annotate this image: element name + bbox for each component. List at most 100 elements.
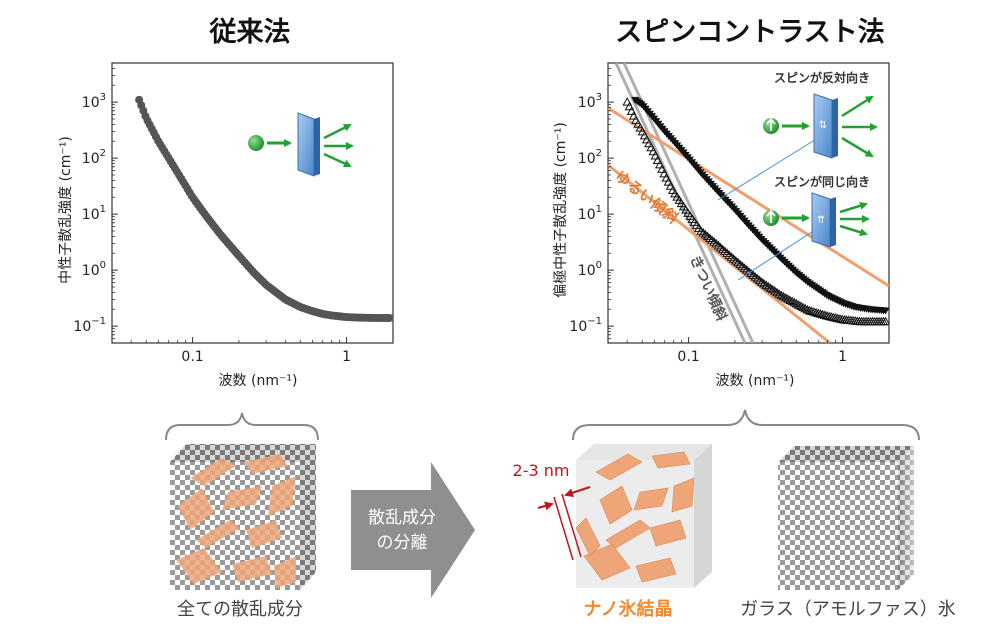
data-point-same: [648, 146, 659, 156]
data-point-same: [828, 312, 839, 322]
y-tick-base: 10: [569, 319, 587, 335]
data-point-same: [654, 159, 665, 169]
data-point-same: [724, 250, 735, 259]
sample-panel-side: [830, 197, 836, 247]
left-xlabel: 波数 (nm⁻¹): [219, 373, 298, 389]
y-tick-base: 10: [82, 207, 100, 223]
data-point-same: [811, 307, 821, 317]
glass-ice-cube: [778, 446, 914, 590]
cube-front: [778, 462, 898, 590]
inset-label-same: スピンが同じ向き: [774, 174, 870, 189]
data-point-same: [737, 261, 748, 270]
data-point-same: [759, 278, 769, 288]
spin-arrows-same: ⇈: [817, 215, 825, 226]
data-point-same: [752, 273, 763, 283]
data-point-same: [769, 286, 780, 295]
thickness-marker: [553, 496, 574, 561]
data-point-same: [698, 228, 709, 237]
all-components-label: 全ての散乱成分: [177, 599, 303, 620]
left-brace: [165, 412, 319, 441]
spin-up-arrow-icon: [766, 209, 776, 223]
data-point-same: [832, 313, 843, 323]
data-point-same: [720, 246, 730, 256]
all-components-cube: [170, 444, 316, 590]
x-tick-label: 0.1: [181, 349, 203, 365]
data-point-same: [791, 299, 802, 308]
scatter-arrow-icon: [841, 95, 874, 118]
spin-arrows-opposite: ⇅: [819, 120, 827, 131]
y-tick-label: 100: [578, 260, 602, 279]
gentle-fit-line: [608, 163, 831, 343]
x-tick-label: 0.1: [677, 349, 699, 365]
data-point-same: [765, 283, 776, 292]
x-tick-label: 1: [838, 349, 847, 365]
data-point-same: [813, 308, 824, 317]
data-point-same: [806, 306, 817, 316]
pointer-line: [737, 227, 819, 281]
data-point-same: [748, 270, 759, 279]
data-point-same: [785, 295, 795, 304]
left-panel-title: 従来法: [209, 17, 291, 48]
y-tick-exp: 1: [596, 204, 602, 215]
right-panel-title: スピンコントラスト法: [615, 17, 884, 48]
y-tick-base: 10: [82, 263, 100, 279]
arrow-text-line1: 散乱成分: [368, 508, 436, 528]
data-point-same: [733, 257, 743, 267]
left-plot-frame: [111, 62, 394, 344]
left-ylabel: 中性子散乱強度 (cm⁻¹): [58, 136, 74, 284]
data-point-same: [750, 272, 761, 281]
data-point-same: [778, 291, 789, 301]
data-point: [385, 313, 394, 322]
data-point-same: [798, 302, 808, 312]
y-tick-exp: 0: [596, 260, 602, 271]
spin-up-arrow-icon: [766, 117, 776, 131]
data-point-same: [700, 229, 711, 239]
data-point-same: [767, 284, 778, 294]
y-tick-label: 102: [82, 148, 106, 167]
data-point-same: [726, 252, 737, 261]
scatter-arrow-icon: [839, 224, 868, 237]
cube-side: [694, 444, 712, 588]
y-tick-label: 103: [578, 92, 602, 111]
y-tick-base: 10: [578, 207, 596, 223]
thickness-label: 2-3 nm: [513, 461, 570, 480]
neutron-ball-icon: [248, 135, 264, 151]
data-point-same: [626, 106, 637, 115]
right-plot-frame: [607, 62, 890, 344]
data-point-same: [824, 311, 834, 321]
data-point-opposite: [881, 307, 889, 315]
data-point-same: [774, 289, 785, 298]
cube-top: [778, 446, 914, 462]
data-point-same: [704, 233, 715, 242]
data-point-same: [789, 297, 800, 307]
y-tick-exp: 3: [596, 92, 602, 103]
data-point-same: [709, 237, 719, 246]
arrow-text-line2: の分離: [377, 533, 428, 553]
y-tick-base: 10: [578, 151, 596, 167]
y-tick-base: 10: [73, 319, 91, 335]
data-point-same: [624, 101, 635, 111]
data-point-same: [657, 164, 667, 173]
data-point-same: [763, 281, 774, 291]
crystal-platelets: [575, 451, 695, 583]
data-point-same: [754, 275, 765, 285]
crystal-platelets: [176, 454, 296, 588]
data-point-same: [702, 231, 713, 241]
thickness-arrow-left: [537, 501, 554, 511]
pointer-line: [717, 137, 819, 201]
y-tick-base: 10: [578, 263, 596, 279]
nano-ice-label: ナノ氷結晶: [583, 598, 672, 620]
cube-side: [300, 444, 316, 590]
nano-ice-cube: [575, 444, 712, 588]
cube-top: [170, 444, 316, 462]
y-tick-exp: 0: [100, 260, 106, 271]
data-point-same: [652, 155, 663, 164]
scatter-arrow-icon: [841, 136, 874, 158]
data-point-same: [830, 313, 841, 322]
data-point-same: [622, 97, 633, 106]
data-point-same: [717, 244, 728, 254]
data-point-same: [819, 310, 830, 319]
